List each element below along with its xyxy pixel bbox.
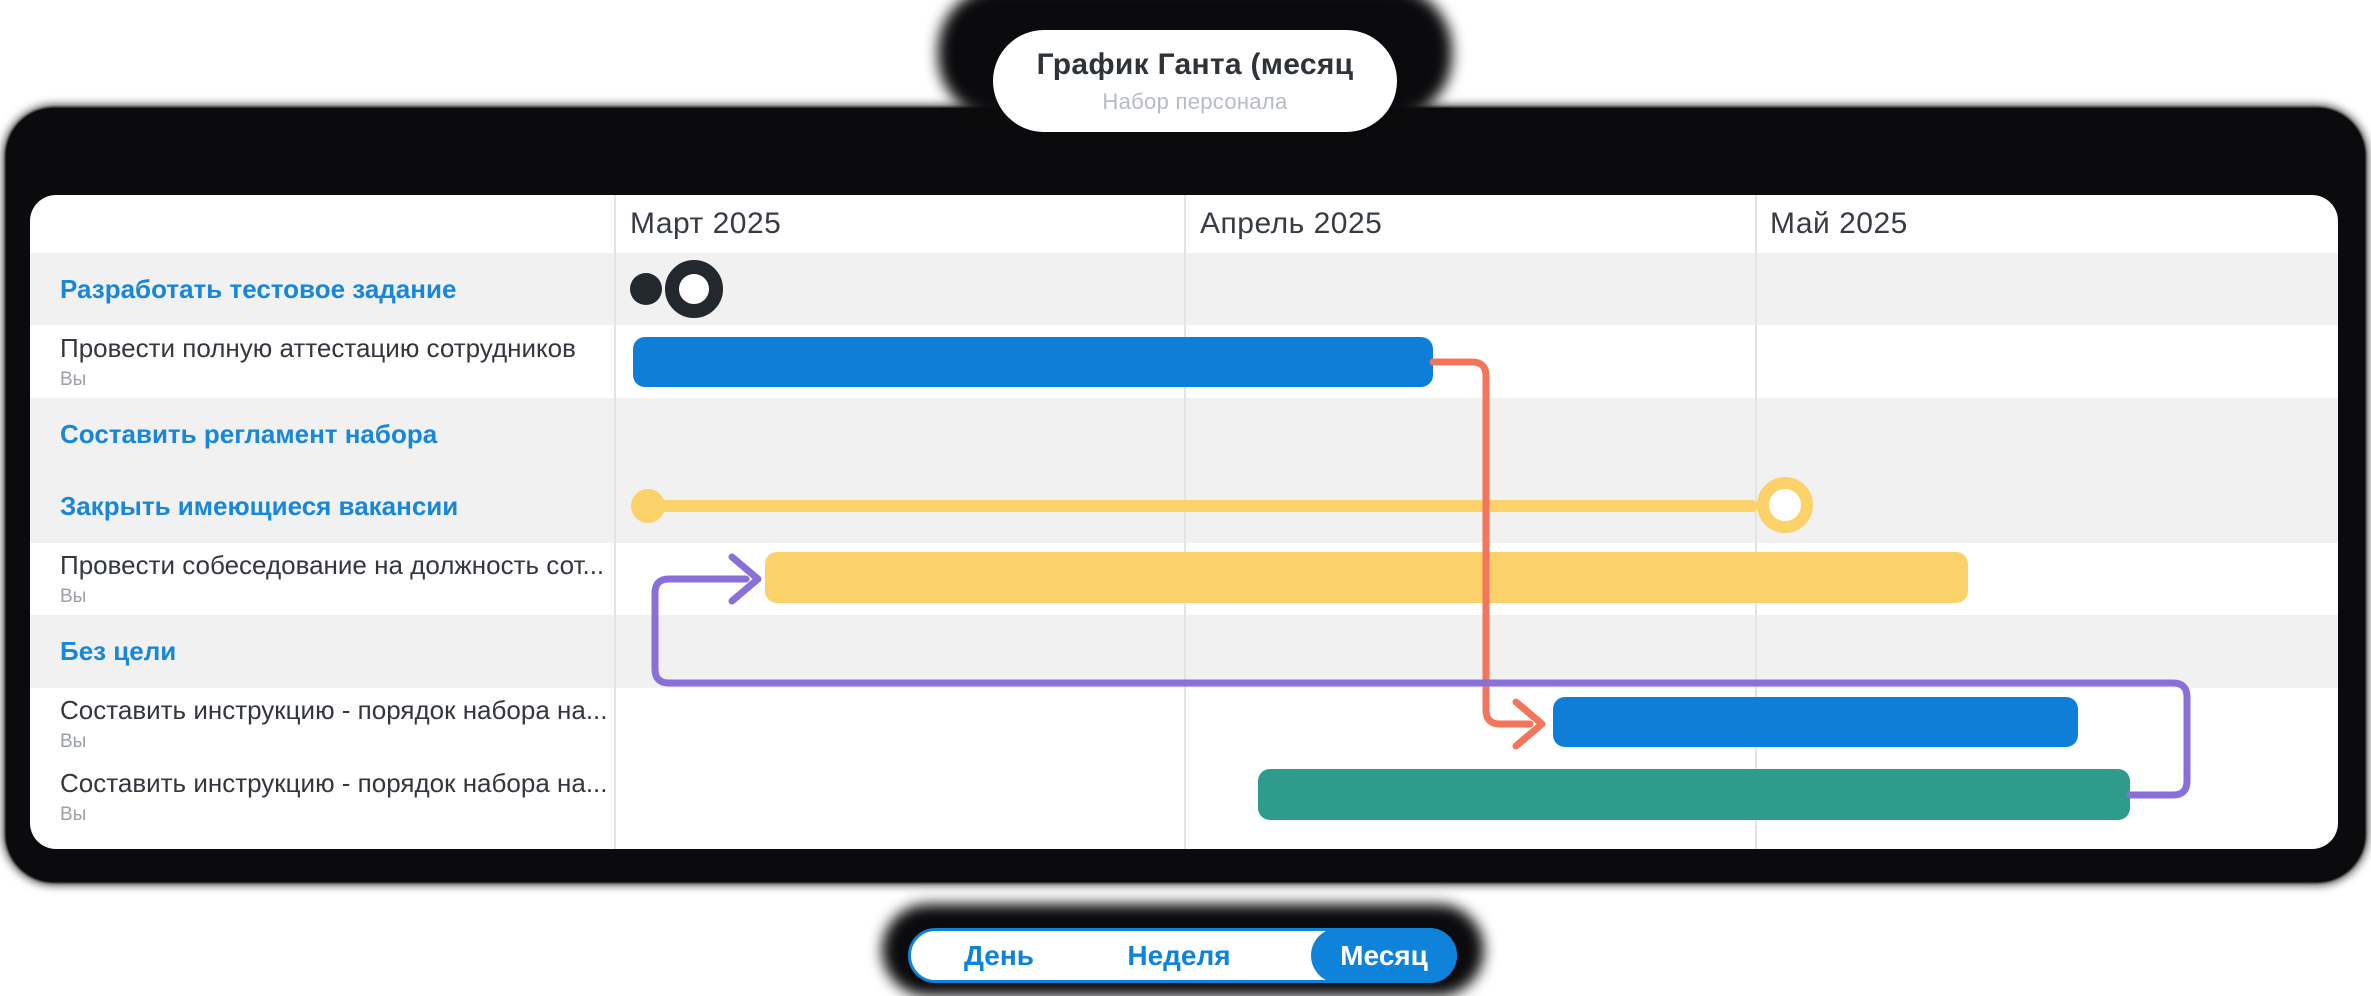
goal-label[interactable]: Составить регламент набора bbox=[60, 418, 438, 449]
taskbar-interview[interactable] bbox=[765, 552, 1968, 603]
task-label[interactable]: Составить инструкцию - порядок набора на… bbox=[60, 767, 608, 798]
task-label[interactable]: Составить инструкцию - порядок набора на… bbox=[60, 695, 608, 725]
gantt-row-task: Провести полную аттестацию сотрудников В… bbox=[30, 325, 2338, 398]
milestone-dot[interactable] bbox=[630, 273, 662, 305]
goal-label[interactable]: Разработать тестовое задание bbox=[60, 273, 457, 304]
milestone-ring[interactable] bbox=[665, 260, 723, 318]
goal-label[interactable]: Без цели bbox=[60, 636, 177, 666]
toggle-option-week[interactable]: Неделя bbox=[1127, 939, 1231, 971]
chart-title-bubble: График Ганта (месяц Набор персонала bbox=[993, 30, 1397, 132]
month-label-may: Май 2025 bbox=[1770, 207, 1908, 240]
task-assignee: Вы bbox=[60, 803, 87, 825]
view-toggle: День Неделя Месяц bbox=[908, 928, 1457, 983]
page-subtitle: Набор персонала bbox=[1102, 88, 1288, 114]
toggle-option-month-selected[interactable]: Месяц bbox=[1311, 928, 1457, 983]
gantt-row-task: Составить инструкцию - порядок набора на… bbox=[30, 760, 2338, 833]
task-assignee: Вы bbox=[60, 586, 87, 607]
taskbar-instruction-1[interactable] bbox=[1553, 697, 2078, 747]
month-label-march: Март 2025 bbox=[630, 207, 782, 240]
gantt-row-task: Провести собеседование на должность сот.… bbox=[30, 543, 2338, 615]
taskbar-attestation[interactable] bbox=[633, 337, 1433, 387]
task-label[interactable]: Провести собеседование на должность сот.… bbox=[60, 550, 605, 580]
task-assignee: Вы bbox=[60, 731, 87, 752]
month-label-april: Апрель 2025 bbox=[1200, 207, 1383, 240]
gridline-april bbox=[1184, 195, 1186, 849]
milestone-span-line bbox=[648, 500, 1758, 512]
taskbar-instruction-2[interactable] bbox=[1258, 769, 2130, 820]
goal-label[interactable]: Закрыть имеющиеся вакансии bbox=[60, 491, 459, 521]
milestone-span-start-dot[interactable] bbox=[631, 489, 665, 523]
page-title: График Ганта (месяц bbox=[1036, 47, 1354, 81]
gantt-panel: Разработать тестовое задание Провести по… bbox=[30, 195, 2338, 849]
gantt-row-task: Составить инструкцию - порядок набора на… bbox=[30, 688, 2338, 760]
task-label[interactable]: Провести полную аттестацию сотрудников bbox=[60, 332, 576, 363]
gridline-may bbox=[1755, 195, 1757, 849]
gridline-march bbox=[614, 195, 616, 849]
milestone-span-end-ring[interactable] bbox=[1757, 477, 1813, 533]
toggle-option-day[interactable]: День bbox=[964, 939, 1034, 971]
task-assignee: Вы bbox=[60, 368, 87, 390]
